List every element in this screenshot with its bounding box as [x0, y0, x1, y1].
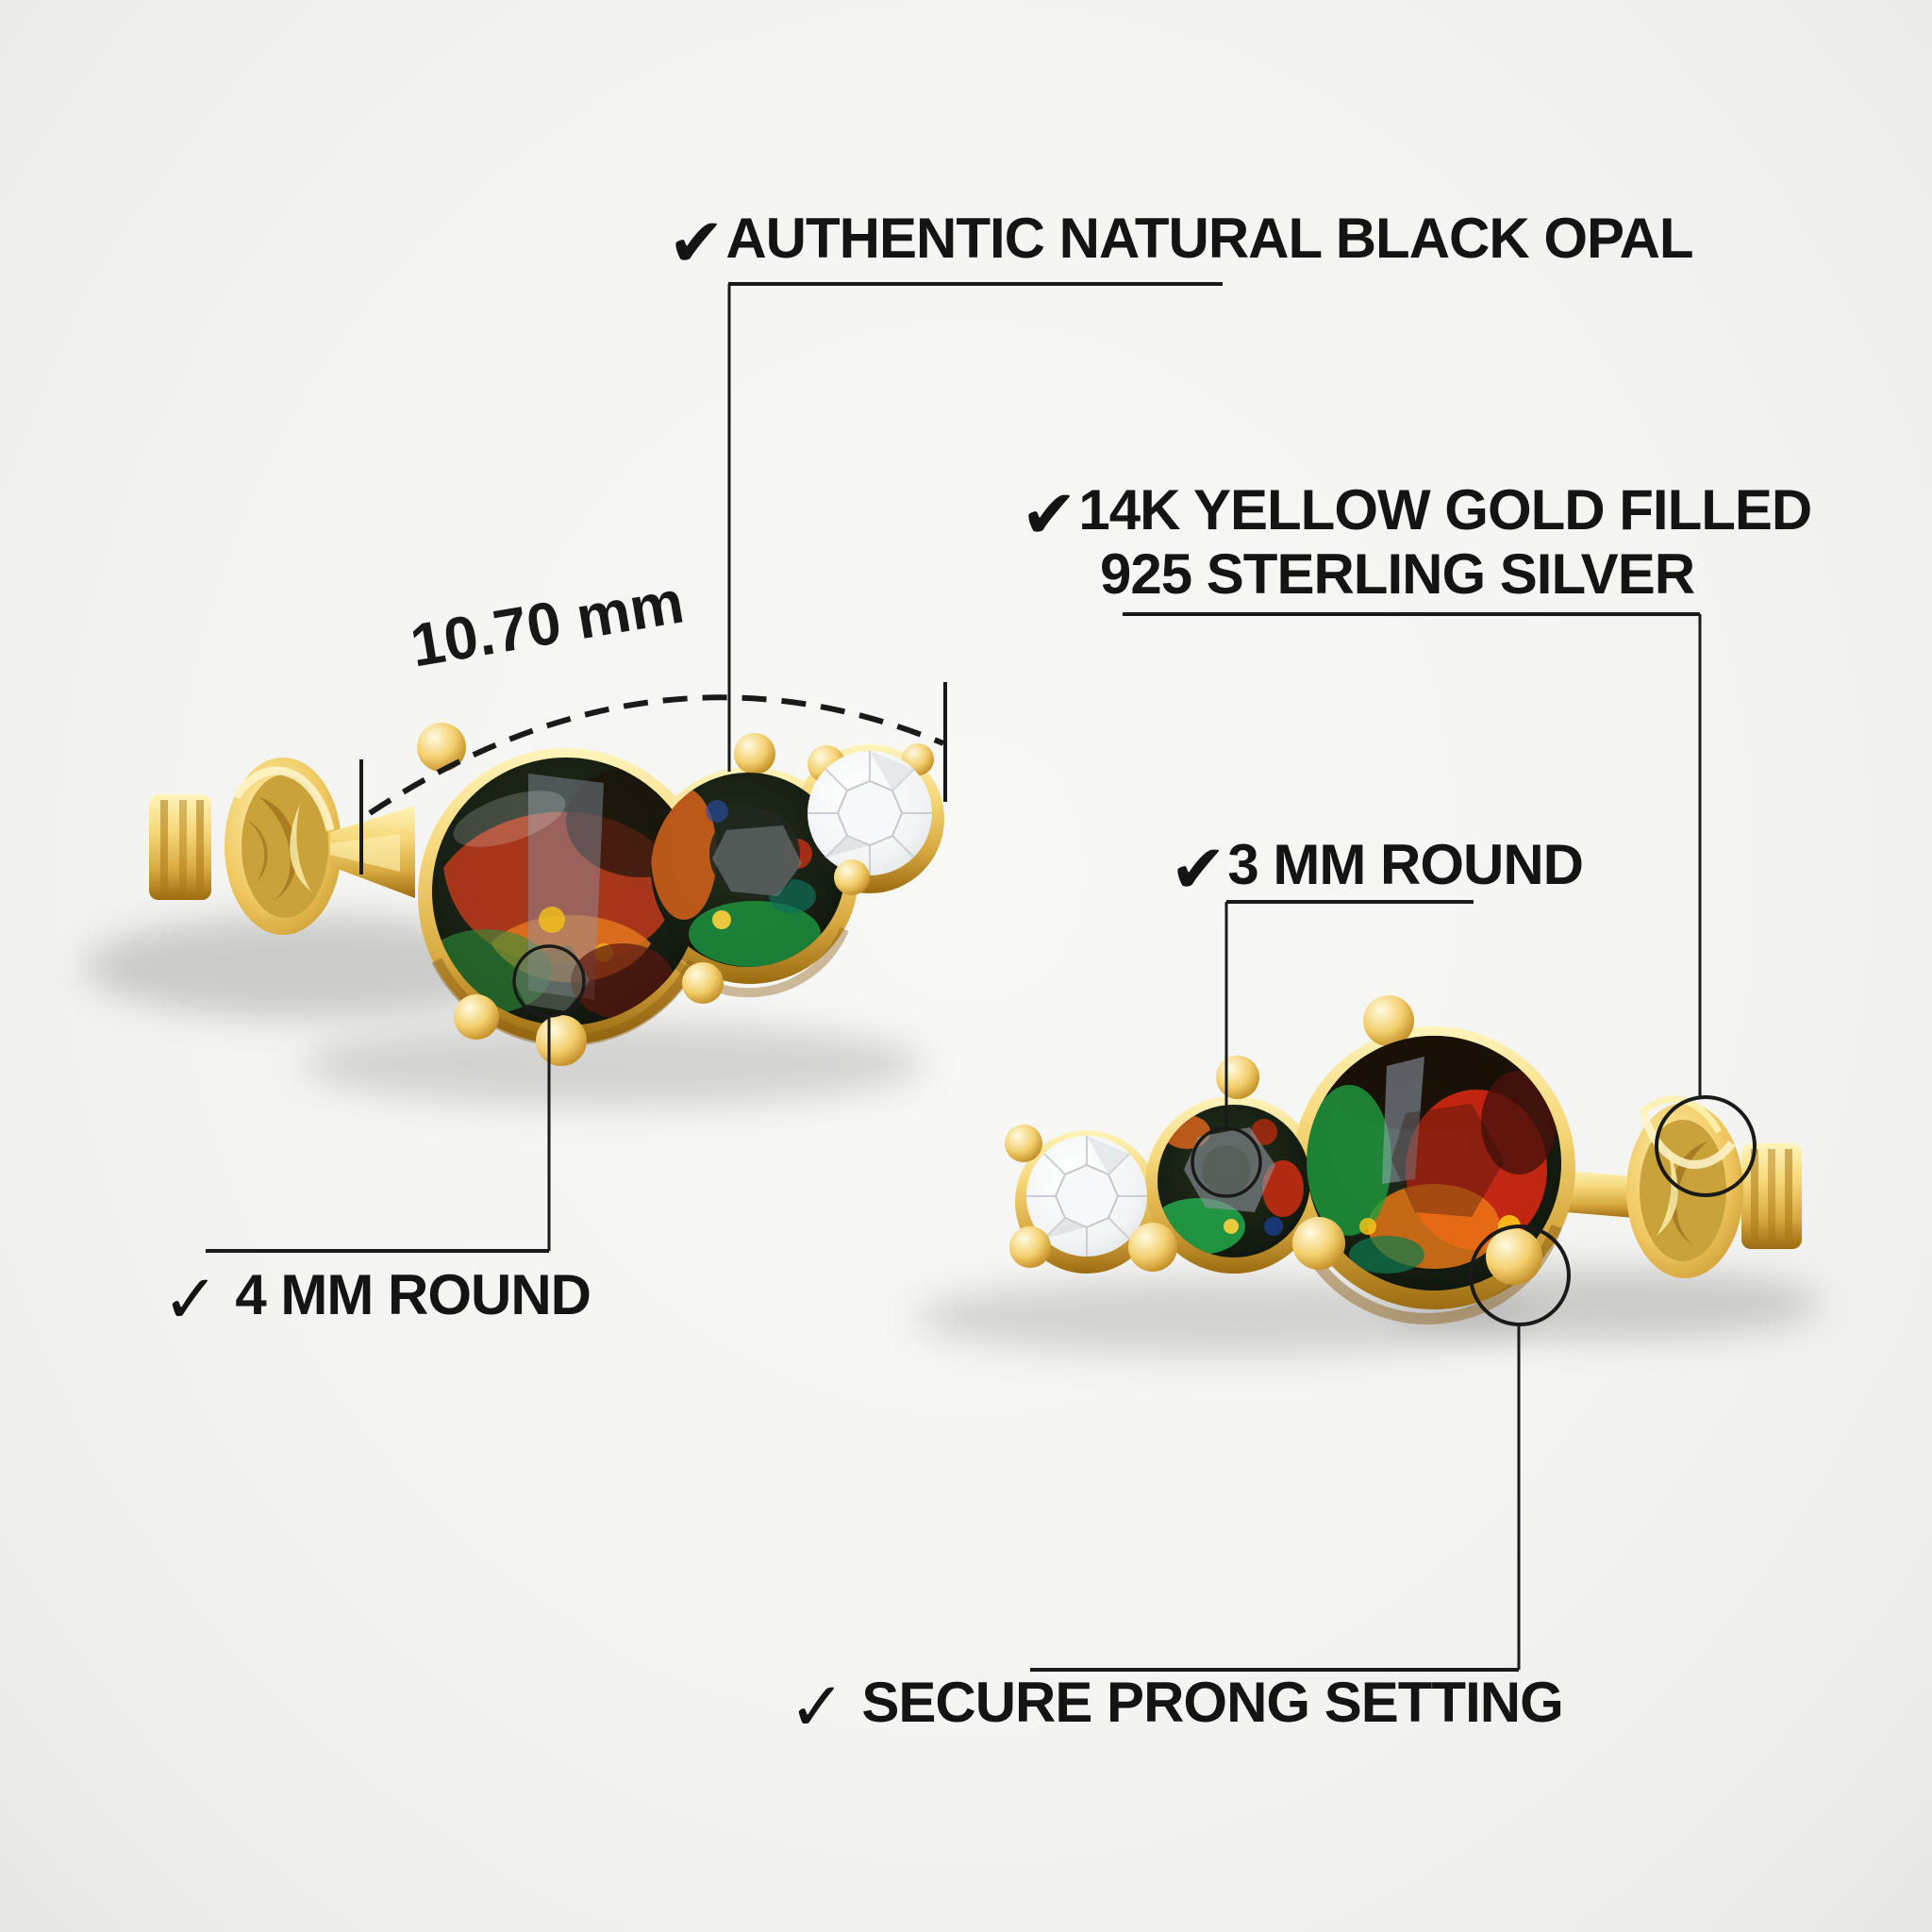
right-middle-opal-stone — [1158, 1105, 1310, 1257]
left-back-disc — [225, 758, 341, 935]
prong-ball — [834, 859, 870, 895]
label-material-line2: 925 STERLING SILVER — [1100, 542, 1695, 606]
label-size-small-text: 3 MM ROUND — [1227, 833, 1584, 896]
checkmark-icon: ✔ — [1170, 829, 1226, 908]
prong-ball — [454, 994, 499, 1040]
prong-ball — [682, 962, 724, 1004]
material-callout-circle — [1655, 1095, 1757, 1197]
prong-ball — [734, 733, 775, 774]
right-large-opal-stone — [1307, 1036, 1561, 1291]
annotation-lines — [206, 282, 1757, 1672]
label-size-small: ✔3 MM ROUND — [1170, 833, 1584, 903]
right-earring — [1005, 995, 1802, 1324]
label-authentic-text: AUTHENTIC NATURAL BLACK OPAL — [725, 207, 1693, 270]
left-diamond-stone — [808, 751, 932, 875]
dimension-dashed-arc — [368, 694, 945, 816]
label-material-line1: ✔14K YELLOW GOLD FILLED — [1021, 478, 1812, 548]
label-material-text1: 14K YELLOW GOLD FILLED — [1078, 478, 1812, 541]
checkmark-icon: ✓ — [789, 1667, 845, 1746]
label-size-large: ✓4 MM ROUND — [162, 1263, 591, 1333]
checkmark-icon: ✔ — [1021, 475, 1077, 554]
right-diamond-stone — [1026, 1136, 1147, 1257]
label-prong-text: SECURE PRONG SETTING — [861, 1671, 1563, 1734]
label-prong: ✓SECURE PRONG SETTING — [789, 1671, 1564, 1740]
checkmark-icon: ✓ — [162, 1259, 219, 1339]
prong-ball — [536, 1015, 587, 1066]
label-material-text2: 925 STERLING SILVER — [1100, 542, 1695, 606]
label-size-large-text: 4 MM ROUND — [235, 1263, 591, 1326]
prong-ball — [1009, 1226, 1051, 1268]
prong-ball — [1005, 1124, 1042, 1162]
prong-ball — [417, 723, 466, 772]
right-ear-post — [1555, 1170, 1646, 1219]
prong-ball — [1486, 1228, 1542, 1285]
prong-ball — [1128, 1223, 1177, 1272]
size-small-callout-circle — [1191, 1126, 1262, 1198]
prong-ball — [1363, 995, 1414, 1046]
checkmark-icon: ✔ — [668, 203, 724, 282]
prong-ball — [1292, 1217, 1345, 1270]
left-middle-opal-stone — [651, 773, 845, 967]
label-authentic: ✔AUTHENTIC NATURAL BLACK OPAL — [668, 207, 1694, 276]
prong-ball — [1216, 1056, 1259, 1099]
